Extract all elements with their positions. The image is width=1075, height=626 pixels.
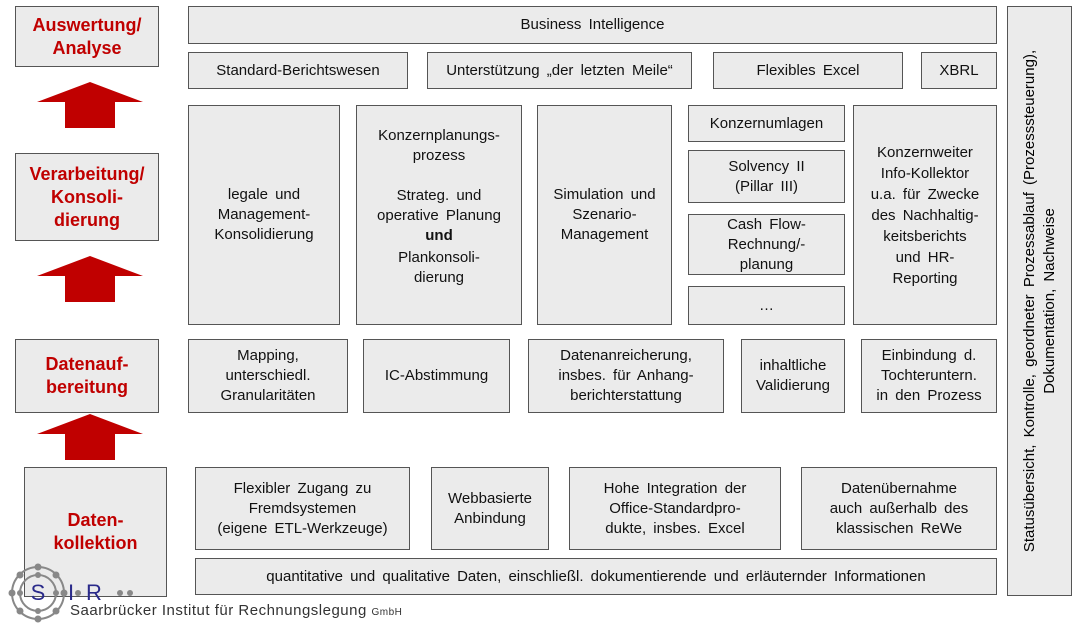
planning-box: Konzernplanungs- prozess Strateg. und op… — [356, 105, 522, 325]
status-sidebar: Statusübersicht, Kontrolle, geordneter P… — [1007, 6, 1072, 596]
logo-name: Saarbrücker Institut für Rechnungslegung — [70, 602, 367, 619]
simulation-box: Simulation und Szenario- Management — [537, 105, 672, 325]
arrow-up-icon — [37, 256, 143, 302]
stage-processing: Verarbeitung/ Konsoli- dierung — [15, 153, 159, 241]
ic-box: IC-Abstimmung — [363, 339, 510, 413]
planning-tail: Plankonsoli- dierung — [398, 249, 480, 286]
subsidiaries-box: Einbindung d. Tochteruntern. in den Proz… — [861, 339, 997, 413]
data-box: quantitative und qualitative Daten, eins… — [195, 558, 997, 595]
more-box: … — [688, 286, 845, 325]
cashflow-box: Cash Flow- Rechnung/- planung — [688, 214, 845, 275]
status-sidebar-text: Statusübersicht, Kontrolle, geordneter P… — [1020, 49, 1058, 553]
stage-collection: Daten- kollektion — [24, 467, 167, 597]
last-mile-box: Unterstützung „der letzten Meile“ — [427, 52, 692, 89]
legal-consolidation-box: legale und Management- Konsolidierung — [188, 105, 340, 325]
logo-text: Saarbrücker Institut für Rechnungslegung… — [70, 602, 402, 619]
arrow-up-icon — [37, 414, 143, 460]
web-box: Webbasierte Anbindung — [431, 467, 549, 550]
excel-box: Flexibles Excel — [713, 52, 903, 89]
sir-logo-icon: S I R — [8, 563, 133, 623]
access-box: Flexibler Zugang zu Fremdsystemen (eigen… — [195, 467, 410, 550]
stage-preparation: Datenauf- bereitung — [15, 339, 159, 413]
office-box: Hohe Integration der Office-Standardpro-… — [569, 467, 781, 550]
allocations-box: Konzernumlagen — [688, 105, 845, 142]
enrichment-box: Datenanreicherung, insbes. für Anhang- b… — [528, 339, 724, 413]
arrow-up-icon — [37, 82, 143, 128]
svg-text:S: S — [31, 580, 46, 605]
solvency-box: Solvency II (Pillar III) — [688, 150, 845, 203]
xbrl-box: XBRL — [921, 52, 997, 89]
mapping-box: Mapping, unterschiedl. Granularitäten — [188, 339, 348, 413]
reporting-box: Standard-Berichtswesen — [188, 52, 408, 89]
svg-text:R: R — [86, 580, 102, 605]
collector-box: Konzernweiter Info-Kollektor u.a. für Zw… — [853, 105, 997, 325]
planning-and: und — [425, 227, 453, 244]
logo-suffix: GmbH — [371, 607, 403, 618]
bi-box: Business Intelligence — [188, 6, 997, 44]
svg-text:I: I — [68, 580, 74, 605]
planning-body: Strateg. und operative Planung — [377, 187, 501, 224]
validation-box: inhaltliche Validierung — [741, 339, 845, 413]
transfer-box: Datenübernahme auch außerhalb des klassi… — [801, 467, 997, 550]
stage-analysis: Auswertung/ Analyse — [15, 6, 159, 67]
planning-title: Konzernplanungs- prozess — [378, 127, 500, 164]
